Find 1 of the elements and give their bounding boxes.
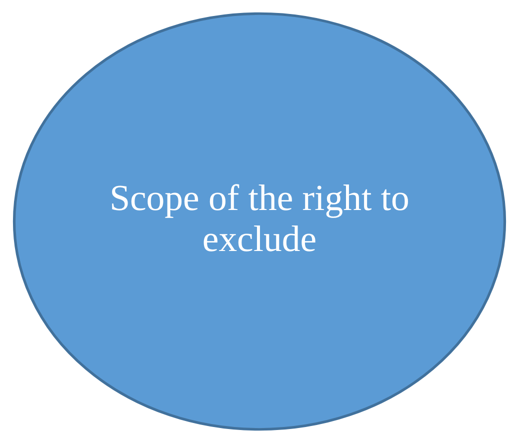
node-ellipse: Scope of the right to exclude <box>12 12 506 431</box>
